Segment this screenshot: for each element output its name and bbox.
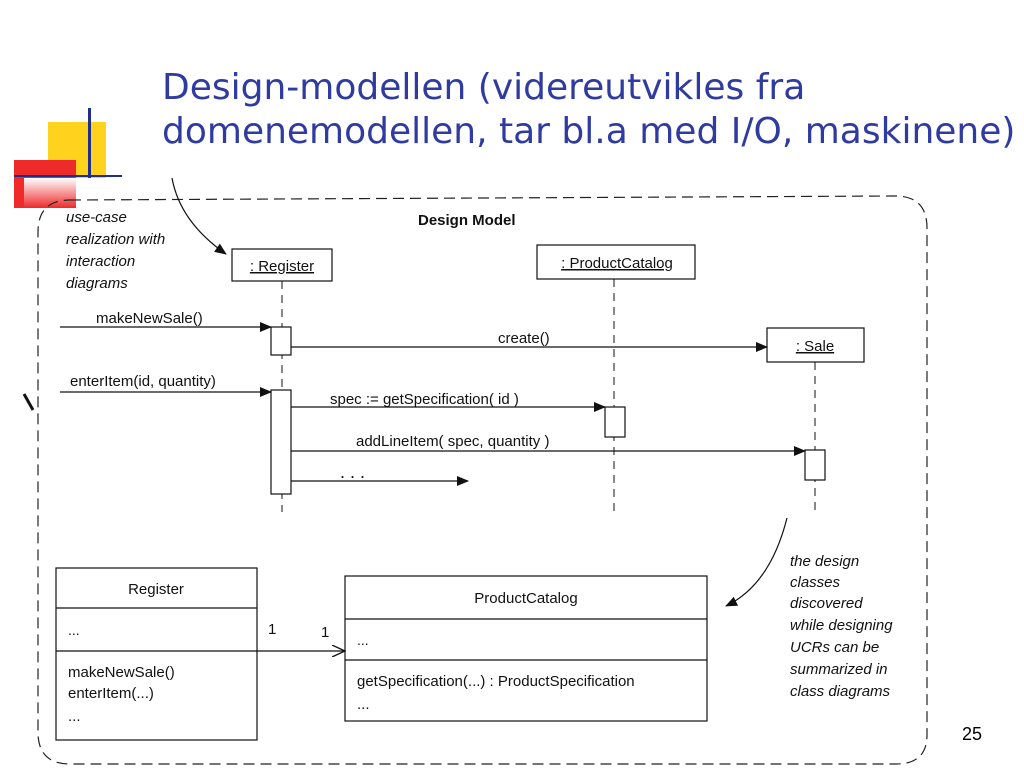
activation-register-2 [270, 389, 292, 495]
slide-title: Design-modellen (videreutvikles fra dome… [162, 66, 1016, 154]
note-bottom-line: the design [790, 553, 859, 570]
note-bottom-line: summarized in [790, 661, 888, 678]
message-enter-item-label: enterItem(id, quantity) [70, 373, 216, 390]
lifeline-label-register: : Register [250, 258, 314, 275]
class-product-catalog-name: ProductCatalog [474, 590, 577, 607]
association-source-multiplicity: 1 [268, 621, 276, 638]
diagram-heading: Design Model [418, 212, 516, 229]
message-more-ellipsis: . . . [340, 462, 365, 482]
class-register-name: Register [128, 581, 184, 598]
class-register-operations: makeNewSale() enterItem(...) ... [68, 664, 179, 725]
association-target-multiplicity: 1 [321, 624, 329, 641]
class-register-operation: makeNewSale() [68, 664, 175, 681]
lifeline-label-sale: : Sale [796, 338, 834, 355]
note-bottom-pointer [725, 517, 788, 607]
note-top-line: diagrams [66, 275, 128, 292]
note-bottom-line: class diagrams [790, 683, 891, 700]
note-bottom-line: while designing [790, 617, 893, 634]
activation-sale [804, 449, 826, 481]
note-bottom-line: UCRs can be [790, 639, 879, 656]
design-model-frame [37, 195, 928, 765]
message-add-line-item-label: addLineItem( spec, quantity ) [356, 433, 549, 450]
note-top-line: interaction [66, 253, 135, 270]
class-box-register [55, 567, 258, 741]
slide-title-line-1: Design-modellen (videreutvikles fra [162, 67, 806, 108]
class-product-catalog-attributes: ... [357, 632, 369, 648]
message-create-label: create() [498, 330, 550, 347]
class-product-catalog-operation: getSpecification(...) : ProductSpecifica… [357, 673, 635, 690]
note-top-line: realization with [66, 231, 165, 248]
class-product-catalog-operation: ... [357, 696, 370, 713]
decorative-vertical-line [88, 108, 91, 178]
note-top: use-case realization with interaction di… [66, 209, 169, 292]
message-spec-label: spec := getSpecification( id ) [330, 391, 519, 408]
edge-fragment [22, 393, 35, 411]
message-make-new-sale-label: makeNewSale() [96, 310, 203, 327]
lifeline-box-register [231, 248, 333, 282]
class-register-attributes: ... [68, 622, 80, 638]
lifeline-label-product-catalog: : ProductCatalog [561, 255, 673, 272]
class-register-operation: enterItem(...) [68, 685, 154, 702]
slide-title-line-2: domenemodellen, tar bl.a med I/O, maskin… [162, 111, 1016, 152]
activation-product-catalog [604, 406, 626, 438]
lifeline-box-product-catalog [536, 244, 696, 280]
note-bottom-line: discovered [790, 595, 863, 612]
lifeline-box-sale [766, 327, 865, 363]
note-top-line: use-case [66, 209, 127, 226]
note-bottom-line: classes [790, 574, 841, 591]
class-register-operation: ... [68, 708, 81, 725]
class-product-catalog-operations: getSpecification(...) : ProductSpecifica… [357, 673, 639, 713]
decorative-horizontal-line [14, 175, 122, 177]
page-number: 25 [962, 724, 983, 744]
decorative-red-fade [24, 178, 76, 208]
note-bottom: the design classes discovered while desi… [790, 553, 897, 700]
class-box-product-catalog [344, 575, 708, 722]
activation-register-1 [270, 326, 292, 356]
note-top-pointer [171, 177, 227, 255]
